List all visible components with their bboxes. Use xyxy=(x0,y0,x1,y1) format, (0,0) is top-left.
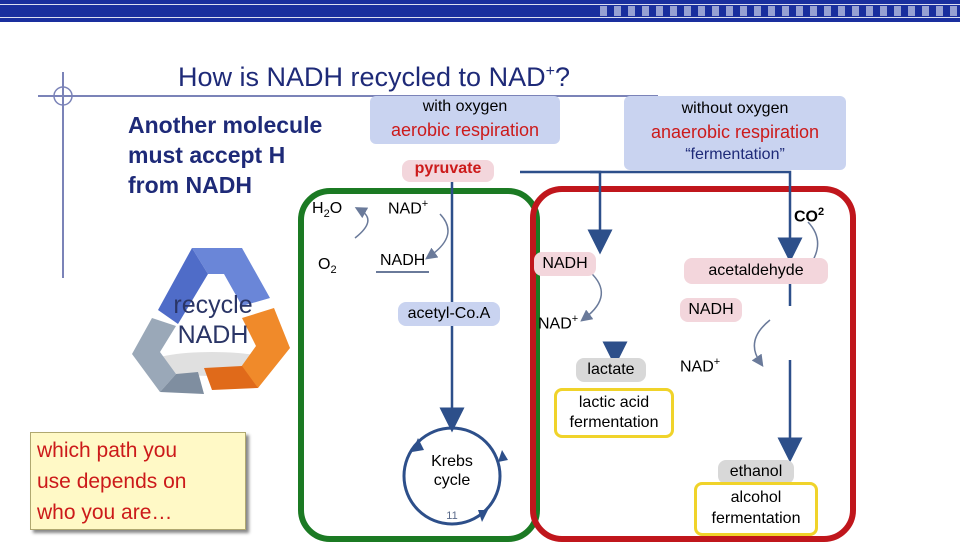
top-bar-check xyxy=(838,6,845,16)
oxygen-label: O2 xyxy=(318,256,337,277)
lactate-label: lactate xyxy=(576,358,646,382)
krebs-cycle-label: Krebs cycle xyxy=(431,453,473,489)
top-bar-check xyxy=(908,6,915,16)
top-bar xyxy=(0,0,960,22)
top-bar-check xyxy=(824,6,831,16)
anaerobic-alt-name: “fermentation” xyxy=(685,146,785,163)
top-bar-check xyxy=(684,6,691,16)
page-number: 11 xyxy=(446,510,458,522)
intro-line-3: from NADH xyxy=(128,172,252,198)
nad-plus-aerobic-label: NAD+ xyxy=(388,198,429,218)
pyruvate-label: pyruvate xyxy=(402,160,494,182)
anaerobic-heading: without oxygen xyxy=(681,100,789,117)
recycle-nadh-label: recycle NADH xyxy=(173,291,253,349)
sticky-note: which path you use depends on who you ar… xyxy=(30,432,246,530)
top-bar-check xyxy=(698,6,705,16)
acetyl-coa-label: acetyl-Co.A xyxy=(398,302,500,326)
top-bar-check xyxy=(614,6,621,16)
aerobic-heading: with oxygen xyxy=(422,98,508,115)
aerobic-pathway-frame xyxy=(298,188,540,542)
lactic-acid-fermentation-label: lactic acid fermentation xyxy=(569,394,659,431)
top-bar-pattern xyxy=(0,4,960,18)
co2-label: CO2 xyxy=(794,206,825,226)
top-bar-check xyxy=(642,6,649,16)
top-bar-check xyxy=(950,6,957,16)
aerobic-name: aerobic respiration xyxy=(390,120,540,140)
alcohol-fermentation-box: alcohol fermentation xyxy=(694,482,818,536)
note-line-3: who you are… xyxy=(37,501,173,524)
alcohol-fermentation-label: alcohol fermentation xyxy=(711,489,801,527)
nad-plus-lactic-label: NAD+ xyxy=(538,313,579,333)
note-line-2: use depends on xyxy=(37,470,187,493)
anaerobic-name: anaerobic respiration xyxy=(650,122,820,142)
top-bar-check xyxy=(726,6,733,16)
top-bar-check xyxy=(782,6,789,16)
top-bar-check xyxy=(936,6,943,16)
aerobic-header-box: with oxygen aerobic respiration xyxy=(370,96,560,144)
top-bar-check xyxy=(670,6,677,16)
intro-line-1: Another molecule xyxy=(128,112,323,138)
lactic-acid-fermentation-box: lactic acid fermentation xyxy=(554,388,674,438)
nadh-aerobic-label: NADH xyxy=(376,251,430,273)
nadh-lactic-label: NADH xyxy=(534,252,596,276)
top-bar-check xyxy=(880,6,887,16)
top-bar-check xyxy=(852,6,859,16)
anaerobic-pathway-frame xyxy=(530,186,856,542)
decor-horizontal-line xyxy=(38,95,658,97)
ethanol-label: ethanol xyxy=(718,460,794,484)
top-bar-check xyxy=(754,6,761,16)
page-title: How is NADH recycled to NAD+? xyxy=(178,62,570,92)
top-bar-check xyxy=(894,6,901,16)
top-bar-check xyxy=(628,6,635,16)
top-bar-check xyxy=(796,6,803,16)
decor-vertical-line xyxy=(62,72,64,278)
top-bar-check xyxy=(656,6,663,16)
nadh-alcohol-label: NADH xyxy=(680,298,742,322)
top-bar-check xyxy=(712,6,719,16)
intro-line-2: must accept H xyxy=(128,142,286,168)
note-line-1: which path you xyxy=(37,439,178,462)
anaerobic-header-box: without oxygen anaerobic respiration “fe… xyxy=(624,96,846,170)
nad-plus-alcohol-label: NAD+ xyxy=(680,356,721,376)
top-bar-check xyxy=(600,6,607,16)
top-bar-check xyxy=(922,6,929,16)
top-bar-check xyxy=(768,6,775,16)
top-bar-check xyxy=(810,6,817,16)
top-bar-check xyxy=(866,6,873,16)
acetaldehyde-label: acetaldehyde xyxy=(684,258,828,284)
top-bar-check xyxy=(740,6,747,16)
water-label: H2O xyxy=(312,200,343,221)
intro-text: Another molecule must accept H from NADH xyxy=(128,110,322,200)
